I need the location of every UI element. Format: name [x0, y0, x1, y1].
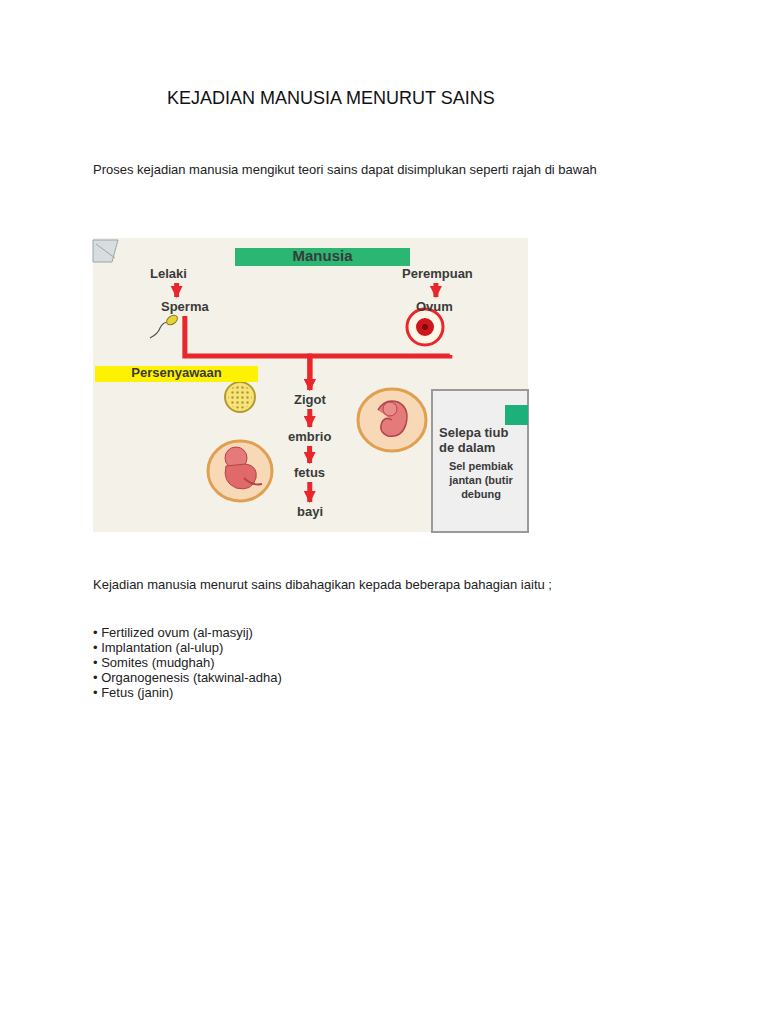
side-panel: Selepa tiub de dalamSel pembiak jantan (… [433, 391, 527, 505]
bullet-item: • Somites (mudghah) [93, 655, 215, 670]
node-text: Persenyawaan [98, 366, 255, 380]
sperm-icon [150, 313, 179, 338]
fetus-icon [208, 441, 272, 501]
flow-arrow [310, 355, 450, 390]
panel-body: Sel pembiak jantan (butir debung [439, 459, 523, 501]
node-text: Perempuan [402, 266, 473, 281]
node-text: Zigot [294, 392, 326, 407]
bullet-item: • Fetus (janin) [93, 685, 173, 700]
title-band: Manusia [235, 248, 410, 266]
corner-sketch-line [96, 244, 115, 258]
flow-label: embrio [285, 428, 334, 445]
flow-label: bayi [294, 503, 326, 520]
bullet-item: • Organogenesis (takwinal-adha) [93, 670, 282, 685]
flow-label: Zigot [291, 391, 329, 408]
zygote-icon [225, 382, 255, 412]
node-text: Sperma [161, 299, 209, 314]
embryo-icon [358, 389, 426, 451]
ovum-icon [407, 309, 443, 345]
node-text: Manusia [238, 248, 407, 264]
body-text: Kejadian manusia menurut sains dibahagik… [93, 577, 552, 592]
flow-label: Sperma [158, 298, 212, 315]
side-panel-frame [432, 390, 528, 532]
flow-label: Lelaki [147, 265, 190, 282]
flow-arrow [307, 446, 312, 463]
node-text: Ovum [416, 299, 453, 314]
node-text: bayi [297, 504, 323, 519]
flow-label: Ovum [413, 298, 456, 315]
flow-arrow [433, 283, 438, 297]
bullet-item: • Fertilized ovum (al-masyij) [93, 625, 253, 640]
flow-label: fetus [291, 464, 328, 481]
page-title: KEJADIAN MANUSIA MENURUT SAINS [167, 88, 495, 109]
green-tab [505, 405, 528, 425]
flow-arrow [307, 409, 312, 427]
flow-arrow [307, 482, 312, 502]
corner-sketch [93, 240, 118, 262]
stage-band: Persenyawaan [95, 366, 258, 382]
panel-heading: Selepa tiub de dalam [439, 425, 523, 455]
body-text: Proses kejadian manusia mengikut teori s… [93, 162, 597, 177]
bullet-item: • Implantation (al-ulup) [93, 640, 223, 655]
node-text: fetus [294, 465, 325, 480]
node-text: Lelaki [150, 266, 187, 281]
figure-ground [93, 238, 528, 532]
flow-label: Perempuan [399, 265, 476, 282]
node-text: embrio [288, 429, 331, 444]
flow-arrow [174, 283, 179, 297]
